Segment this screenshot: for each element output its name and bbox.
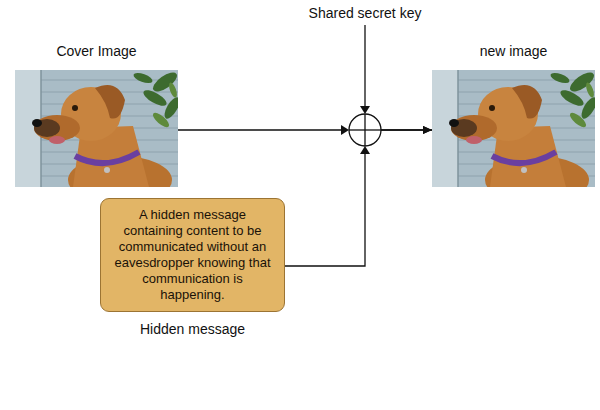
message-box: A hidden message containing content to b… bbox=[100, 198, 285, 338]
image-node: Cover Image bbox=[15, 42, 178, 188]
image-node: new image bbox=[432, 42, 595, 188]
stego-picture bbox=[432, 70, 595, 187]
key-label: Shared secret key bbox=[309, 4, 422, 22]
xor-symbol bbox=[364, 114, 365, 146]
dog-picture bbox=[15, 70, 178, 187]
flow-arrow bbox=[285, 130, 432, 266]
arrow-head bbox=[341, 125, 349, 135]
dog-picture bbox=[432, 70, 595, 187]
image-caption: new image bbox=[432, 42, 595, 60]
message-text: A hidden message containing content to b… bbox=[111, 207, 274, 303]
arrow-head bbox=[360, 146, 370, 154]
xor-symbol bbox=[349, 114, 381, 146]
cover-picture bbox=[15, 70, 178, 187]
message-heading: Hidden message bbox=[100, 320, 285, 338]
arrow-head bbox=[360, 106, 370, 114]
image-caption: Cover Image bbox=[15, 42, 178, 60]
message-shape: A hidden message containing content to b… bbox=[100, 198, 285, 312]
key-line bbox=[364, 25, 365, 106]
